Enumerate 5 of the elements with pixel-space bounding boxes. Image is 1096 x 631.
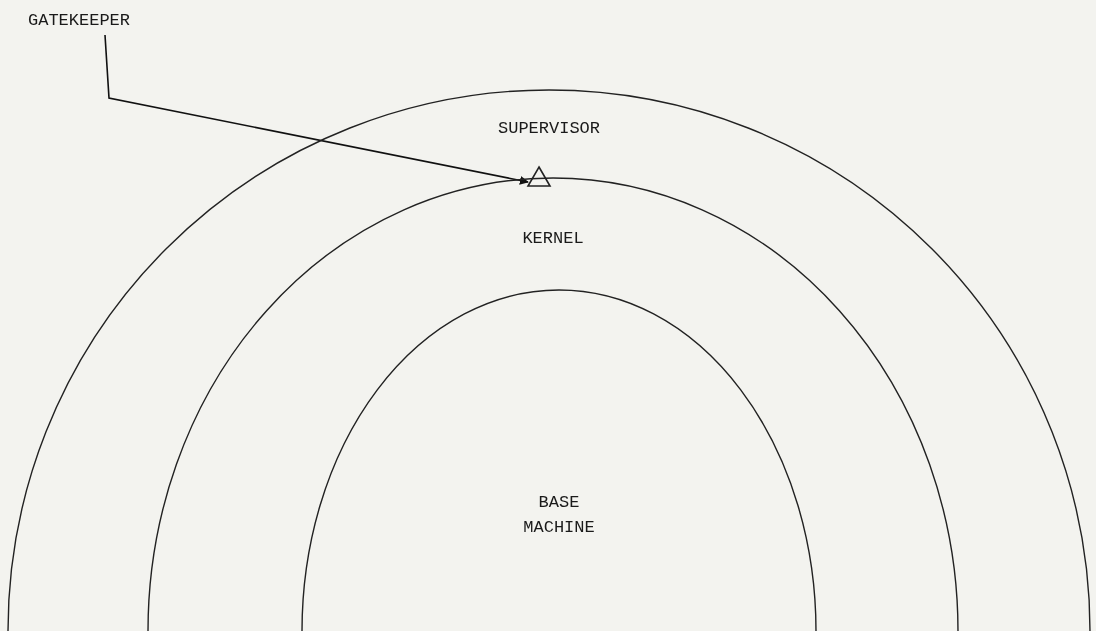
- layer-label: KERNEL: [521, 228, 585, 250]
- leader-arrow: [104, 34, 529, 185]
- callout-label: GATEKEEPER: [28, 10, 132, 32]
- layer-label: SUPERVISOR: [497, 118, 601, 140]
- layer-label: BASE MACHINE: [522, 492, 596, 539]
